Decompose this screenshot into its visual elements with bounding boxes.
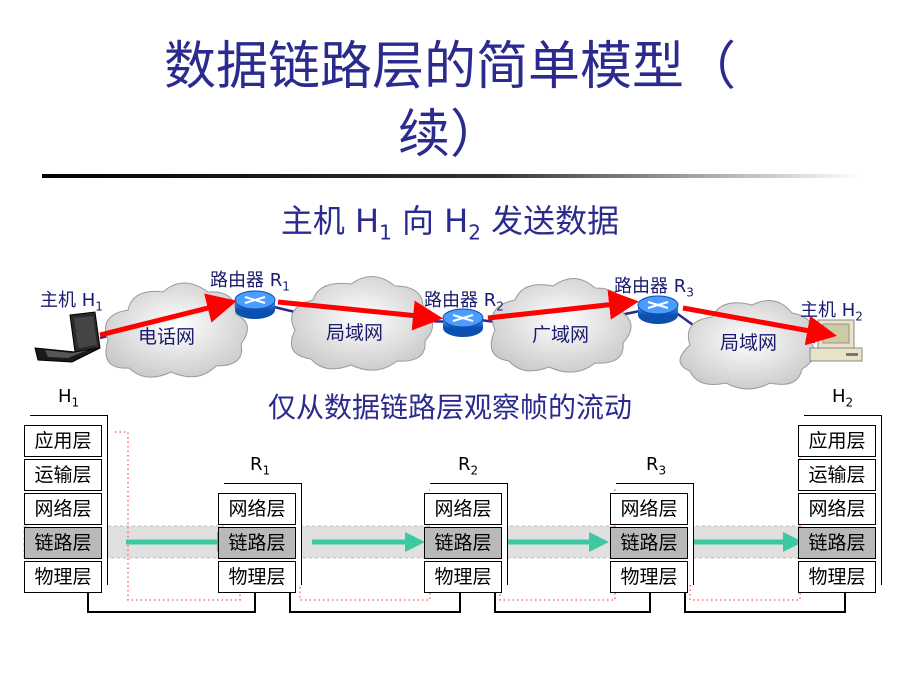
slide-title-line2: 续） (397, 105, 502, 165)
h2-layer-physical: 物理层 (798, 561, 876, 593)
router-icons (234, 290, 679, 337)
cloud-wan (490, 278, 632, 373)
stack-r2-label: R2 (458, 454, 479, 478)
flow-arrow-r1-r2 (277, 299, 443, 331)
cloud-phone-network-label: 电话网 (138, 326, 196, 348)
stack-r1-label: R1 (250, 454, 271, 478)
h2-layer-transport: 运输层 (798, 459, 876, 491)
stack-r3-label: R3 (646, 454, 667, 478)
observation-caption: 仅从数据链路层观察帧的流动 (267, 391, 632, 424)
router-r2-label: 路由器 R2 (424, 290, 504, 314)
r1-layer-physical: 物理层 (218, 561, 296, 593)
h1-layer-physical: 物理层 (24, 561, 102, 593)
flow-arrow-r2-r3 (487, 289, 639, 321)
r3-layer-link: 链路层 (610, 527, 688, 559)
title-divider (42, 174, 862, 178)
host-h1-label: 主机 H1 (40, 290, 103, 314)
r3-layer-network: 网络层 (610, 493, 688, 525)
r2-layer-link: 链路层 (424, 527, 502, 559)
router-r3-label: 路由器 R3 (614, 276, 694, 300)
physical-wire (87, 590, 256, 613)
data-flow-arrows (99, 289, 837, 346)
cloud-lan-2-label: 局域网 (720, 332, 778, 354)
r1-layer-network: 网络层 (218, 493, 296, 525)
r3-layer-physical: 物理层 (610, 561, 688, 593)
h1-layer-transport: 运输层 (24, 459, 102, 491)
router-r2-icon (442, 308, 484, 337)
r2-layer-network: 网络层 (424, 493, 502, 525)
router-r1-icon (234, 290, 276, 319)
cloud-shapes (105, 276, 815, 390)
router-r1-label: 路由器 R1 (210, 270, 290, 294)
desktop-computer-icon (809, 319, 863, 362)
h2-layer-network: 网络层 (798, 493, 876, 525)
router-r3-icon (637, 295, 679, 324)
slide-title-line1: 数据链路层的简单模型（ (163, 37, 736, 97)
r1-layer-link: 链路层 (218, 527, 296, 559)
laptop-icon (34, 311, 101, 363)
cloud-wan-label: 广域网 (532, 324, 590, 346)
h1-layer-link: 链路层 (24, 527, 102, 559)
host-h2-label: 主机 H2 (800, 300, 863, 324)
h2-layer-application: 应用层 (798, 425, 876, 457)
flow-arrow-r3-h2 (682, 305, 837, 346)
stack-h2-label: H2 (832, 386, 854, 410)
cloud-lan-1-label: 局域网 (326, 322, 384, 344)
h1-layer-network: 网络层 (24, 493, 102, 525)
slide-subtitle: 主机 H1 向 H2 发送数据 (280, 202, 620, 245)
stack-h1-label: H1 (58, 386, 80, 410)
h2-layer-link: 链路层 (798, 527, 876, 559)
flow-arrow-h1-r1 (99, 293, 237, 338)
r2-layer-physical: 物理层 (424, 561, 502, 593)
h1-layer-application: 应用层 (24, 425, 102, 457)
